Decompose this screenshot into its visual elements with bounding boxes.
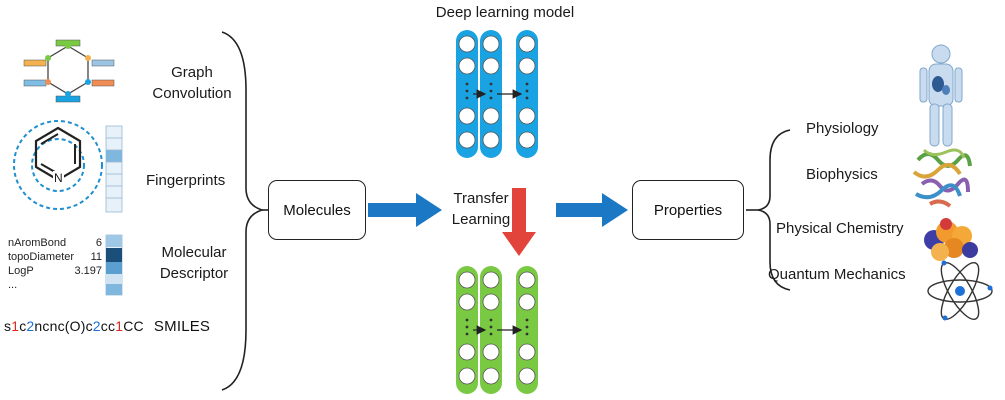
descriptor-row: nAromBond 6 (8, 236, 102, 250)
arrow-molecules-to-transfer (368, 193, 442, 227)
descriptor-name: nAromBond (8, 237, 67, 249)
diagram-title: Deep learning model (435, 4, 575, 21)
network-node (518, 271, 536, 289)
graph-convolution-label: Graph Convolution (152, 64, 232, 102)
network-layer (456, 30, 478, 158)
network-layer (516, 30, 538, 158)
descriptor-row: LogP 3.197 (8, 264, 102, 278)
network-node (482, 107, 500, 125)
smiles-token: 2 (26, 318, 35, 334)
network-layer (480, 30, 502, 158)
network-node (518, 35, 536, 53)
finetuned-network (456, 266, 538, 394)
smiles-string: s1c2ncnc(O)c2cc1CC (4, 318, 144, 334)
network-node (458, 57, 476, 75)
output-physical-chemistry: Physical Chemistry (776, 220, 904, 237)
graph-convolution-illustration (23, 39, 115, 103)
descriptor-value: 11 (90, 251, 102, 263)
network-layer (480, 266, 502, 394)
descriptor-row: ... (8, 278, 102, 292)
network-node (482, 57, 500, 75)
network-node (458, 271, 476, 289)
pretrained-network (456, 30, 538, 158)
descriptor-value: 3.197 (74, 265, 102, 277)
protein-icon (912, 148, 972, 208)
descriptor-row: topoDiameter 11 (8, 250, 102, 264)
arrow-transfer-to-properties (556, 193, 628, 227)
network-node (482, 367, 500, 385)
descriptor-name: ... (8, 279, 18, 291)
descriptor-value: 6 (95, 237, 102, 249)
network-node (482, 271, 500, 289)
network-node (518, 57, 536, 75)
network-node (458, 35, 476, 53)
network-node (518, 293, 536, 311)
network-node (458, 107, 476, 125)
descriptor-name: topoDiameter (8, 251, 75, 263)
smiles-token: cc (100, 318, 116, 334)
molecules-box: Molecules (268, 180, 366, 240)
molecular-descriptor-label: Molecular Descriptor (159, 244, 229, 282)
network-node (458, 343, 476, 361)
network-node (518, 131, 536, 149)
human-body-icon (919, 44, 963, 147)
network-node (458, 367, 476, 385)
network-node (518, 107, 536, 125)
network-node (518, 367, 536, 385)
network-node (482, 131, 500, 149)
properties-box: Properties (632, 180, 744, 240)
smiles-token: ncnc(O)c (34, 318, 93, 334)
smiles-token: CC (123, 318, 144, 334)
network-node (482, 35, 500, 53)
smiles-token: 1 (11, 318, 20, 334)
output-quantum-mechanics: Quantum Mechanics (768, 266, 906, 283)
nitrogen-atom-label: N (53, 171, 64, 185)
network-layer (456, 266, 478, 394)
network-node (518, 343, 536, 361)
smiles-token: 2 (92, 318, 101, 334)
descriptor-name: LogP (8, 265, 34, 277)
network-node (482, 343, 500, 361)
transfer-learning-label: Transfer Learning (451, 190, 511, 228)
molecule-spheres-icon (924, 218, 978, 261)
fingerprints-label: Fingerprints (146, 172, 226, 189)
smiles-label: SMILES (153, 318, 211, 335)
network-node (458, 131, 476, 149)
network-node (482, 293, 500, 311)
descriptor-bar (105, 234, 123, 296)
smiles-token: s (4, 318, 12, 334)
network-layer (516, 266, 538, 394)
network-node (458, 293, 476, 311)
arrow-transfer-down (502, 188, 536, 256)
output-biophysics: Biophysics (806, 166, 878, 183)
smiles-row: s1c2ncnc(O)c2cc1CC SMILES (4, 318, 210, 335)
smiles-token: c (19, 318, 27, 334)
smiles-token: 1 (115, 318, 124, 334)
atom-icon (927, 260, 993, 321)
fingerprint-illustration (13, 120, 123, 213)
output-physiology: Physiology (806, 120, 879, 137)
